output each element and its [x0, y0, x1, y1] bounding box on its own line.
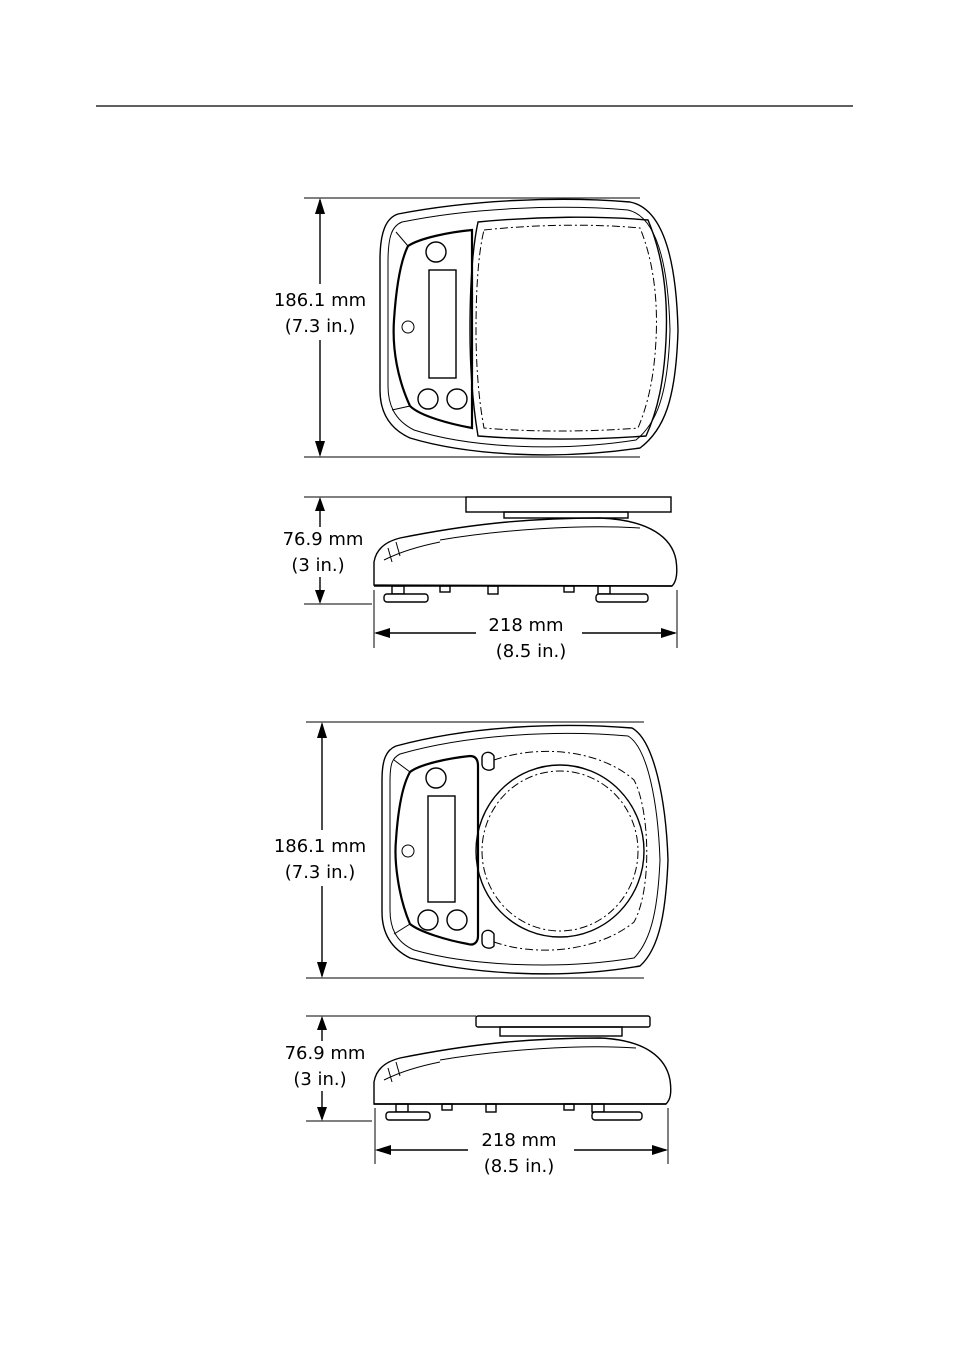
round-side-height-in: (3 in.)	[293, 1069, 346, 1090]
round-top-height-mm: 186.1 mm	[274, 836, 366, 857]
square-side-width-mm: 218 mm	[488, 615, 563, 636]
round-side-width-mm: 218 mm	[481, 1130, 556, 1151]
square-top-height-mm: 186.1 mm	[274, 290, 366, 311]
round-pan-side-view: 76.9 mm (3 in.) 218 mm (8.5 in.)	[282, 1016, 671, 1178]
round-pan-top-view: 186.1 mm (7.3 in.)	[274, 722, 668, 978]
round-top-height-in: (7.3 in.)	[285, 862, 356, 883]
square-pan-side-view: 76.9 mm (3 in.) 218 mm (8.5 in.)	[280, 497, 677, 664]
square-pan-top-view: 186.1 mm (7.3 in.)	[272, 198, 678, 457]
square-side-height-mm: 76.9 mm	[283, 529, 364, 550]
square-top-height-in: (7.3 in.)	[285, 316, 356, 337]
round-side-width-in: (8.5 in.)	[484, 1156, 555, 1177]
square-side-width-in: (8.5 in.)	[496, 641, 567, 662]
round-side-height-mm: 76.9 mm	[285, 1043, 366, 1064]
square-side-height-in: (3 in.)	[291, 555, 344, 576]
